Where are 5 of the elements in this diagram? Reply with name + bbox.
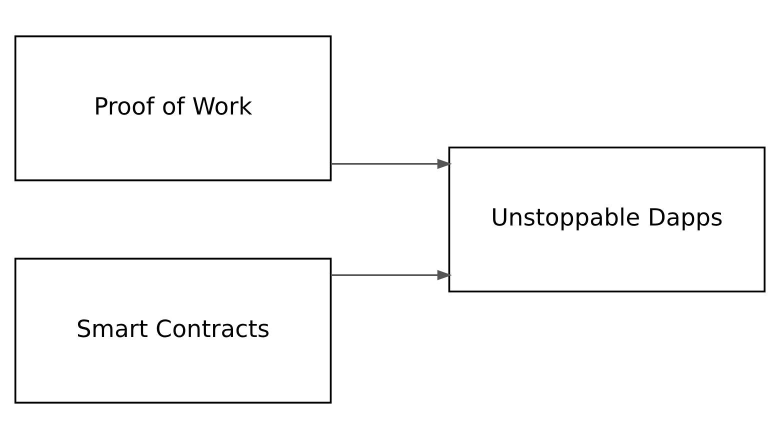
arrow xyxy=(330,158,452,169)
arrow xyxy=(330,269,452,280)
node-box: Proof of Work xyxy=(14,34,332,181)
node-box: Unstoppable Dapps xyxy=(448,146,766,292)
node-box: Smart Contracts xyxy=(14,257,332,404)
